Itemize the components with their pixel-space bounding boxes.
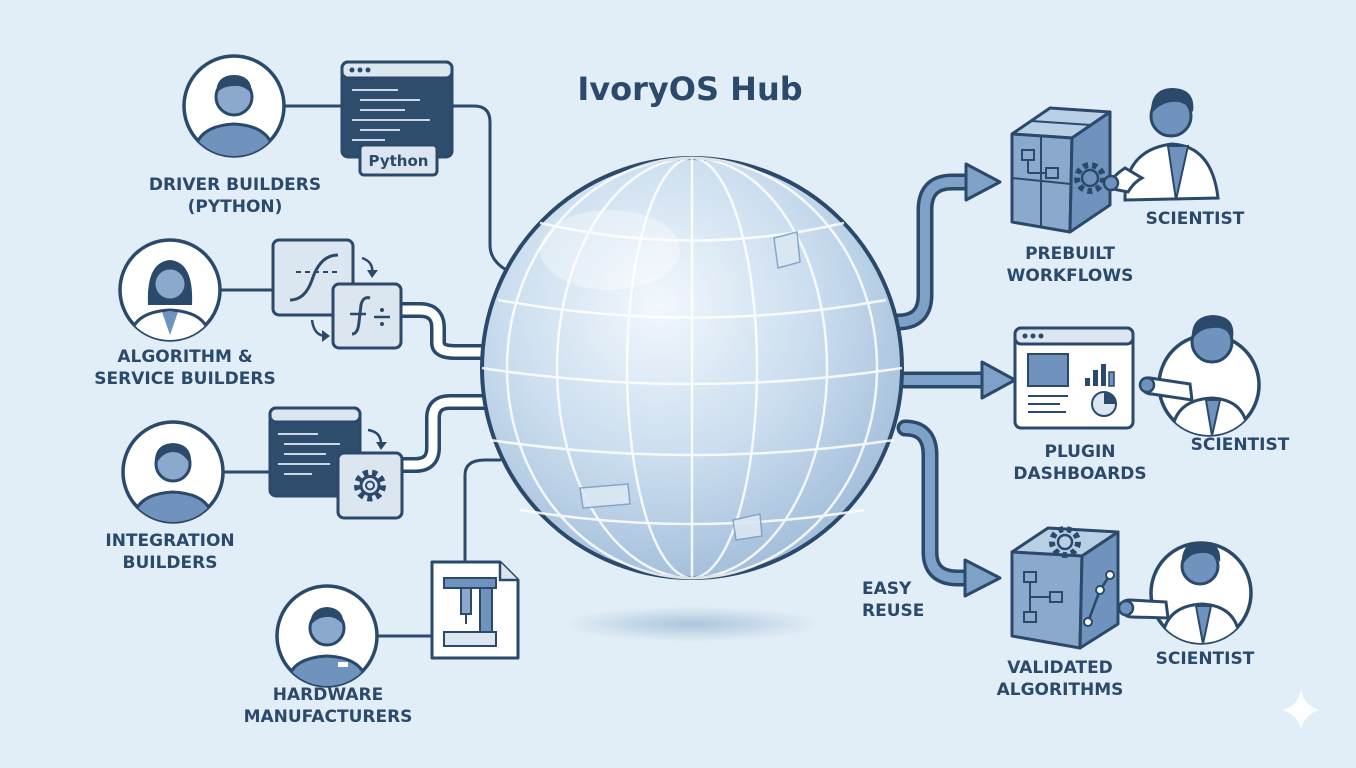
label-scientist-2: Scientist <box>1190 435 1290 455</box>
gear-card-icon <box>336 451 404 520</box>
connector-code-globe <box>450 104 512 274</box>
label-line: Workflows <box>1006 266 1134 286</box>
connector-lines <box>218 104 512 638</box>
label-scientist-3: Scientist <box>1155 649 1255 669</box>
label-line: Easy <box>862 579 912 599</box>
code-window-icon <box>340 60 454 159</box>
avatar-algorithm-builder <box>118 238 222 342</box>
pipe-function-globe <box>392 302 500 360</box>
label-line: Reuse <box>862 601 925 621</box>
label-plugin-dashboards: Plugin Dashboards <box>995 441 1165 485</box>
label-line: Hardware <box>272 685 384 705</box>
arrow-prebuilt-workflows <box>889 162 1002 331</box>
label-integration-builders: Integration Builders <box>70 530 270 574</box>
globe <box>480 156 904 580</box>
sparkle-icon <box>1282 690 1320 730</box>
machine-document-icon <box>430 560 520 660</box>
label-easy-reuse: Easy Reuse <box>862 578 962 622</box>
scientist-figure-3 <box>1117 541 1253 645</box>
label-line: Integration <box>105 531 235 551</box>
scientist-figure-1 <box>1102 88 1220 202</box>
workflow-cube-icon <box>1010 106 1112 234</box>
label-driver-builders: Driver Builders (Python) <box>120 174 350 218</box>
label-line: Validated <box>1007 658 1113 678</box>
label-line: Dashboards <box>1013 464 1147 484</box>
arrow-validated-algorithms <box>896 419 1002 598</box>
label-validated-algorithms: Validated Algorithms <box>975 657 1145 701</box>
avatar-driver-builder <box>182 54 286 158</box>
label-line: (Python) <box>187 197 283 217</box>
label-line: Plugin <box>1044 442 1116 462</box>
label-line: Builders <box>122 553 218 573</box>
scientist-figure-2 <box>1138 315 1261 437</box>
label-algorithm-builders: Algorithm & Service Builders <box>70 346 300 390</box>
label-line: Prebuilt <box>1025 244 1115 264</box>
label-hardware-manufacturers: Hardware Manufacturers <box>228 684 428 728</box>
algorithm-cube-icon <box>1010 526 1120 650</box>
label-line: Algorithms <box>996 680 1124 700</box>
hub-title: IvoryOS Hub <box>577 70 803 108</box>
label-line: Service Builders <box>94 369 276 389</box>
label-scientist-1: Scientist <box>1145 209 1245 229</box>
label-line: Driver Builders <box>148 175 322 195</box>
label-line: Algorithm & <box>117 347 253 367</box>
function-card-icon <box>331 282 403 350</box>
python-tag: Python <box>358 143 439 177</box>
dashboard-window-icon <box>1013 326 1135 430</box>
label-line: Manufacturers <box>243 707 413 727</box>
avatar-hardware-manufacturer <box>275 584 379 688</box>
label-prebuilt-workflows: Prebuilt Workflows <box>985 243 1155 287</box>
globe-shadow <box>562 606 822 642</box>
avatar-integration-builder <box>121 420 225 524</box>
arrow-plugin-dashboards <box>896 360 1017 400</box>
pipe-gear-globe <box>392 394 500 473</box>
connector-machine-globe <box>463 458 502 562</box>
python-tag-label: Python <box>369 152 429 170</box>
